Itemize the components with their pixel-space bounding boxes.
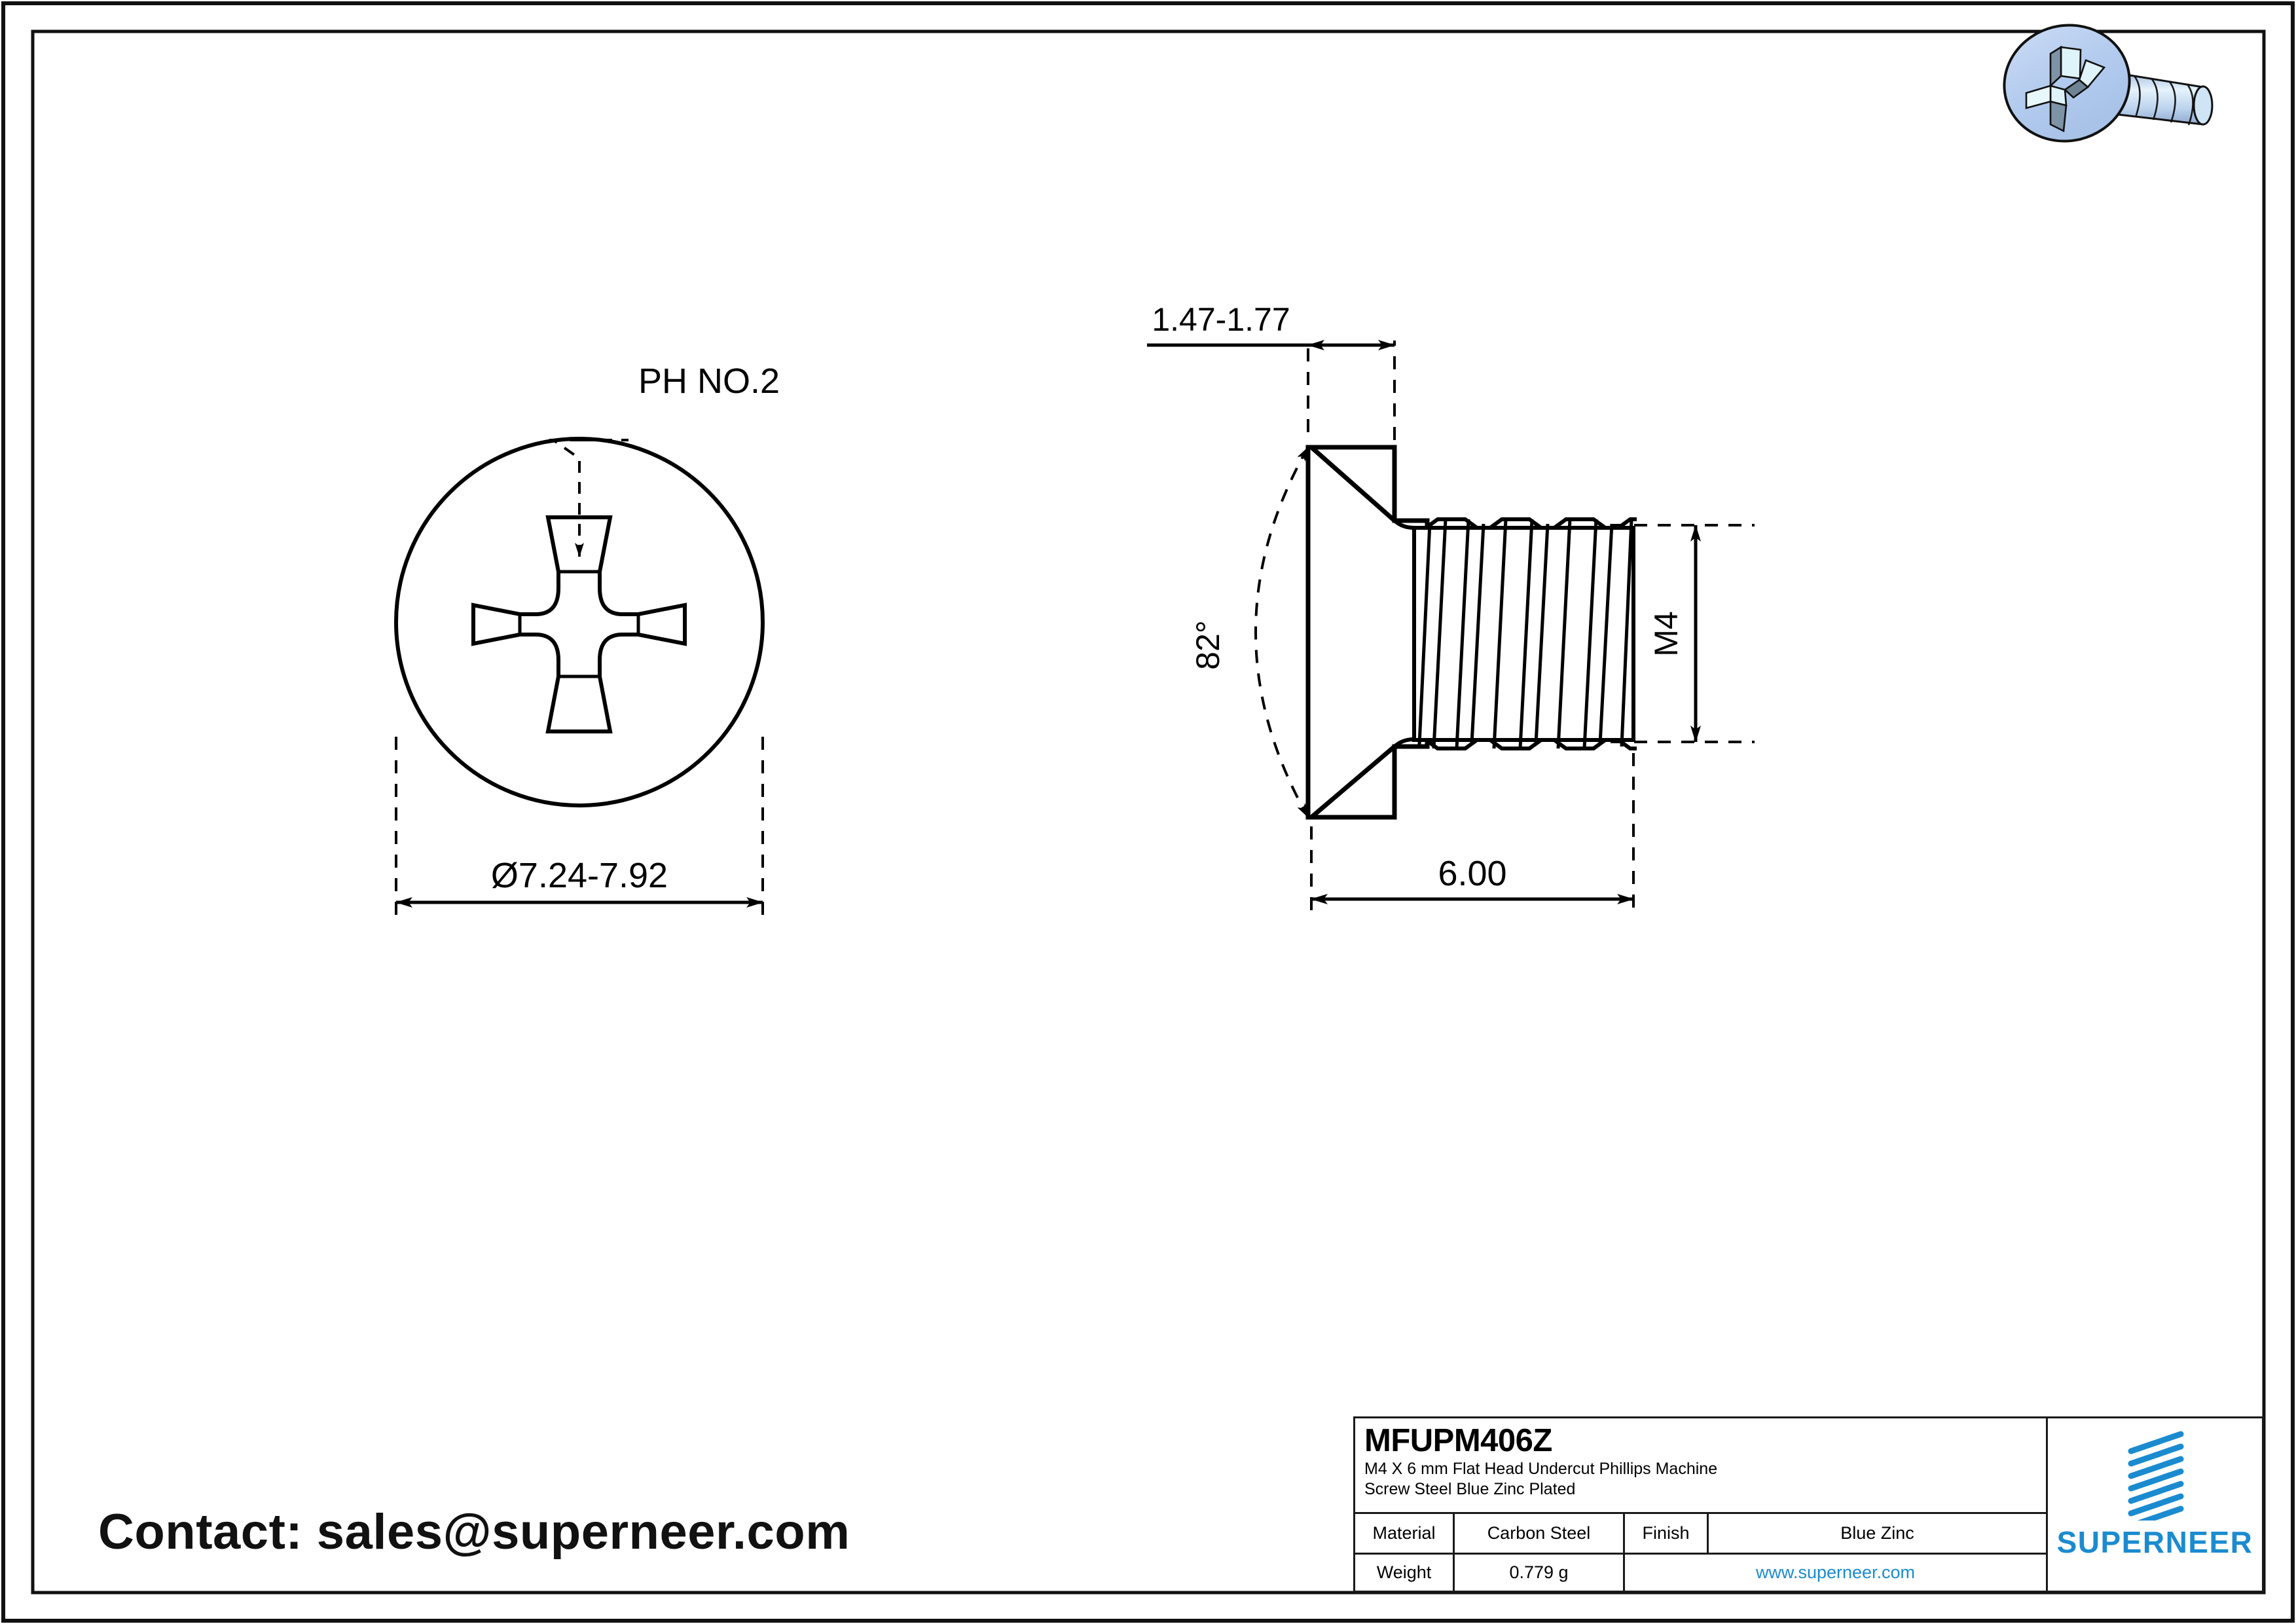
sheet-inner-frame [31,29,2266,1595]
diameter-dimension [395,737,764,917]
thread-diameter-dimension [1611,524,1755,743]
contact-text: Contact: sales@superneer.com [98,1504,850,1560]
title-block-left: MFUPM406Z M4 X 6 mm Flat Head Undercut P… [1355,1418,2048,1591]
weight-value: 0.779 g [1455,1555,1625,1591]
screw-3d-phillips-recess [2025,45,2106,133]
top-view-group [394,437,765,917]
material-row: Material Carbon Steel Finish Blue Zinc [1355,1514,2046,1555]
superneer-stripes-logo-icon [2128,1431,2183,1521]
brand-name: SUPERNEER [2056,1525,2253,1559]
thread-dim-label: M4 [1648,611,1685,656]
description-line-1: M4 X 6 mm Flat Head Undercut Phillips Ma… [1364,1460,1718,1478]
website-link[interactable]: www.superneer.com [1755,1562,1916,1582]
part-number: MFUPM406Z [1364,1423,1552,1458]
angle-dimension [1254,447,1309,818]
ph-callout-leader [549,439,629,557]
screw-3d-head [2003,24,2131,143]
head-height-dimension [1147,340,1396,511]
length-dimension [1310,753,1635,917]
ph-callout-label: PH NO.2 [638,361,780,401]
head-height-dim-label: 1.47-1.77 [1152,301,1290,338]
weight-row: Weight 0.779 g www.superneer.com [1355,1555,2046,1591]
weight-label: Weight [1355,1555,1455,1591]
screw-head-profile [1305,445,1430,820]
side-view-group [1147,340,1755,917]
phillips-cross-recess [471,515,687,733]
title-block: MFUPM406Z M4 X 6 mm Flat Head Undercut P… [1353,1416,2264,1593]
thread-profile [1414,517,1637,750]
finish-label: Finish [1625,1514,1709,1553]
description-line-2: Screw Steel Blue Zinc Plated [1364,1480,1576,1498]
screw-3d-preview-icon [2003,24,2214,143]
material-value: Carbon Steel [1455,1514,1625,1553]
length-dim-label: 6.00 [1438,854,1506,893]
diameter-dim-label: Ø7.24-7.92 [491,856,668,895]
angle-dim-label: 82° [1190,620,1226,670]
material-label: Material [1355,1514,1455,1553]
finish-value: Blue Zinc [1840,1523,1914,1543]
brand-logo-cell: SUPERNEER [2048,1418,2262,1591]
title-block-description: MFUPM406Z M4 X 6 mm Flat Head Undercut P… [1355,1418,2046,1514]
